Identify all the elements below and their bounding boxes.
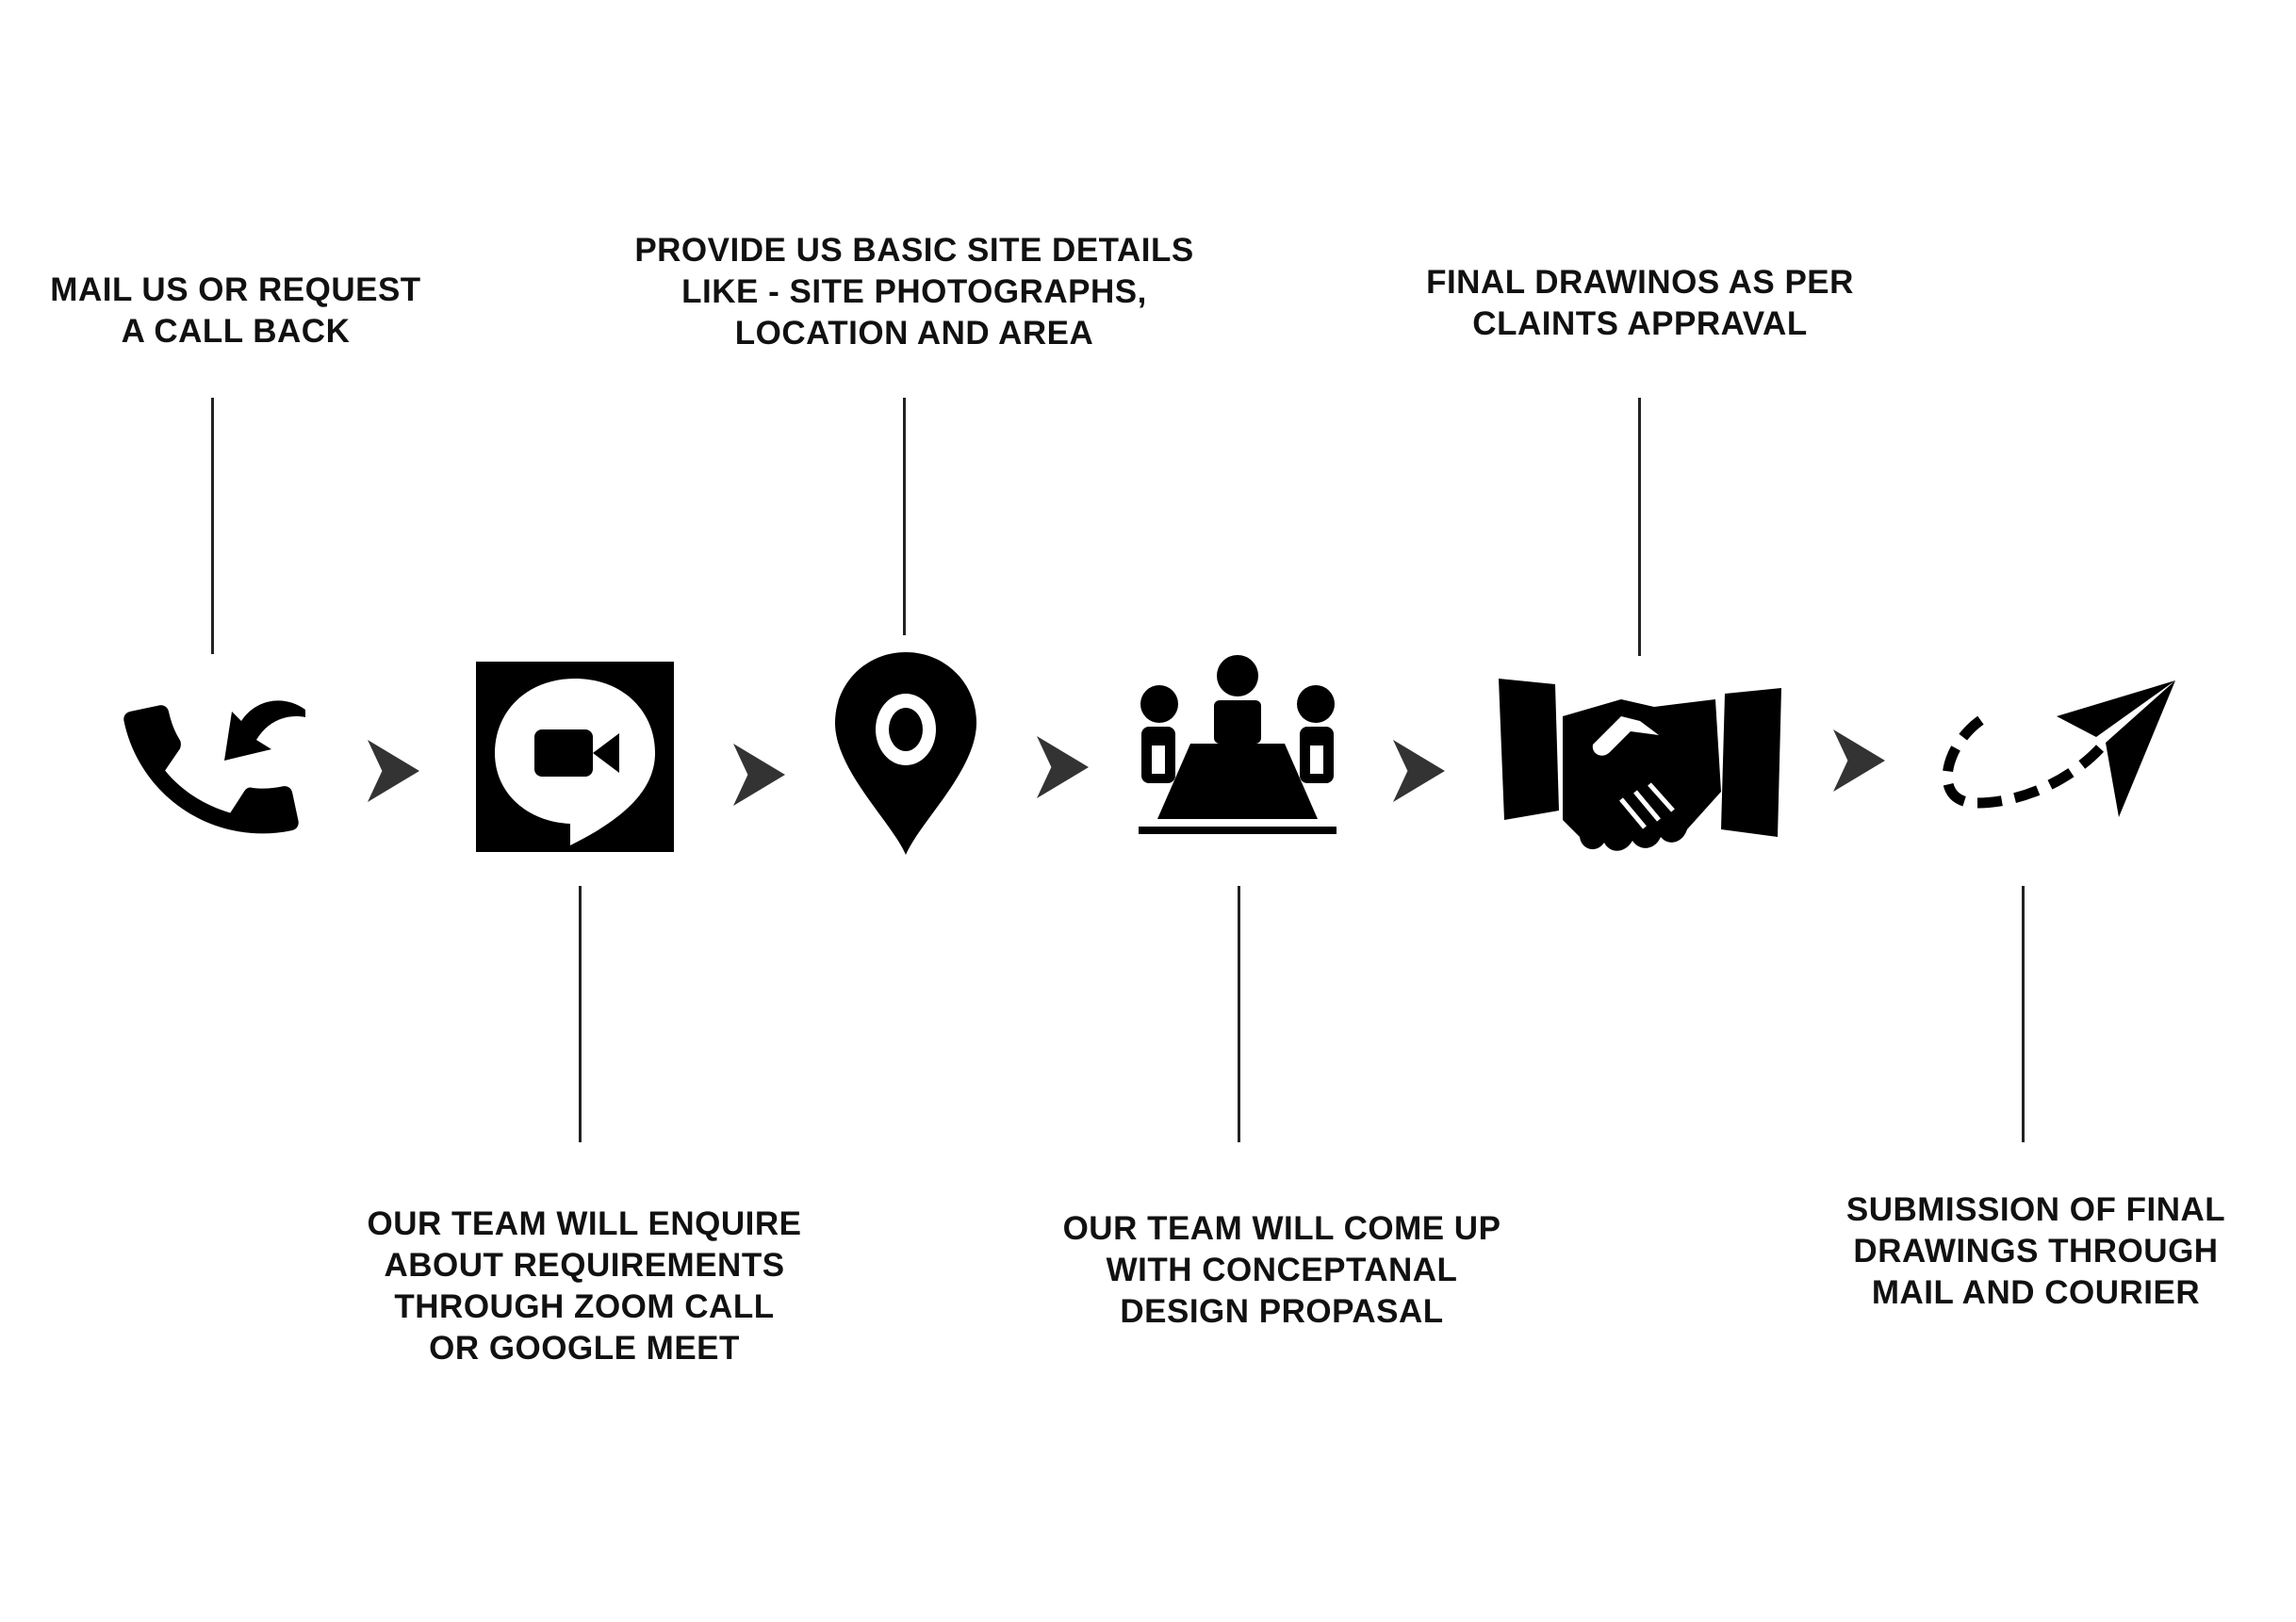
step-2-connector-line [579,886,582,1142]
chevron-right-icon [733,744,785,806]
video-call-icon [476,662,674,852]
location-pin-icon [835,652,976,855]
step-2-label: OUR TEAM WILL ENQUIRE ABOUT REQUIREMENTS… [367,1205,802,1367]
step-3-label: PROVIDE US BASIC SITE DETAILS LIKE - SIT… [634,232,1194,352]
step-5-connector-line [1638,398,1641,656]
step-4-connector-line [1238,886,1240,1142]
step-3-connector-line [903,398,906,635]
meeting-icon [1139,655,1337,834]
step-6-label: SUBMISSION OF FINAL DRAWINGS THROUGH MAI… [1845,1191,2226,1311]
handshake-icon [1499,679,1781,851]
paper-plane-icon [1942,680,2175,817]
chevron-right-icon [368,740,419,802]
phone-callback-icon [123,705,299,834]
chevron-right-icon [1833,729,1885,792]
chevron-right-icon [1393,740,1445,802]
callback-arrow-icon [224,700,305,761]
step-1-connector-line [211,398,214,654]
step-4-label: OUR TEAM WILL COME UP WITH CONCEPTANAL D… [1062,1210,1501,1330]
step-6-connector-line [2022,886,2025,1142]
step-5-label: FINAL DRAWINOS AS PER CLAINTS APPRAVAL [1426,264,1854,342]
step-1-label: MAIL US OR REQUEST A CALL BACK [50,271,421,350]
chevron-right-icon [1037,736,1089,798]
